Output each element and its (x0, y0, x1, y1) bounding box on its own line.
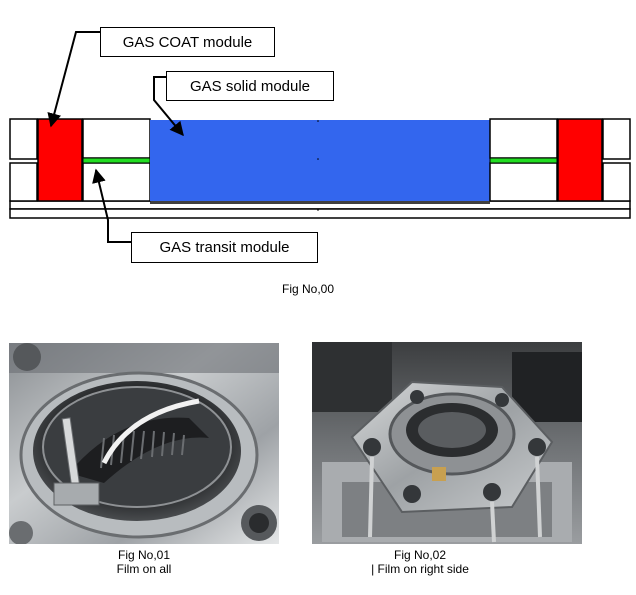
fig01-title: Fig No,01 (117, 548, 171, 562)
right-transit-block-bottom (489, 162, 558, 202)
center-mark-1 (317, 120, 319, 122)
transit-module-label: GAS transit module (131, 232, 318, 263)
right-transit-film (489, 157, 558, 164)
coat-leader-line (47, 31, 100, 128)
photo-fig02-illustration (312, 342, 582, 544)
left-outer-block-bottom (9, 162, 38, 202)
left-transit-block-top (82, 118, 151, 159)
coat-module-label: GAS COAT module (100, 27, 275, 57)
right-outer-block-top (602, 118, 631, 160)
fig01-subtitle: Film on all (116, 562, 172, 576)
transit-leader-line (92, 168, 131, 243)
left-transit-block-bottom (82, 162, 151, 202)
solid-module (150, 120, 490, 201)
fig02-subtitle: | Film on right side (371, 562, 469, 576)
cross-section-diagram (9, 31, 631, 243)
base-plate-lower (9, 208, 631, 219)
photo-fig01 (9, 343, 279, 544)
left-outer-block-top (9, 118, 38, 160)
transit-module-label-text: GAS transit module (159, 239, 290, 256)
left-coat-module (37, 118, 83, 202)
right-coat-module (557, 118, 603, 202)
solid-module-label-text: GAS solid module (189, 77, 311, 95)
fig02-title: Fig No,02 (393, 548, 447, 562)
solid-leader-line (153, 76, 184, 137)
center-mark-3 (317, 209, 319, 211)
right-outer-block-bottom (602, 162, 631, 202)
photo-fig01-illustration (9, 343, 279, 544)
fig01-caption: Fig No,01 Film on all (84, 548, 204, 576)
photo-fig02 (312, 342, 582, 544)
solid-module-label: GAS solid module (166, 71, 334, 101)
right-transit-block-top (489, 118, 558, 159)
center-mark-2 (317, 158, 319, 160)
fig02-caption: Fig No,02 | Film on right side (345, 548, 495, 576)
coat-module-label-text: GAS COAT module (122, 33, 253, 51)
left-transit-film (82, 157, 151, 164)
fig0-caption: Fig No,00 (281, 282, 335, 296)
